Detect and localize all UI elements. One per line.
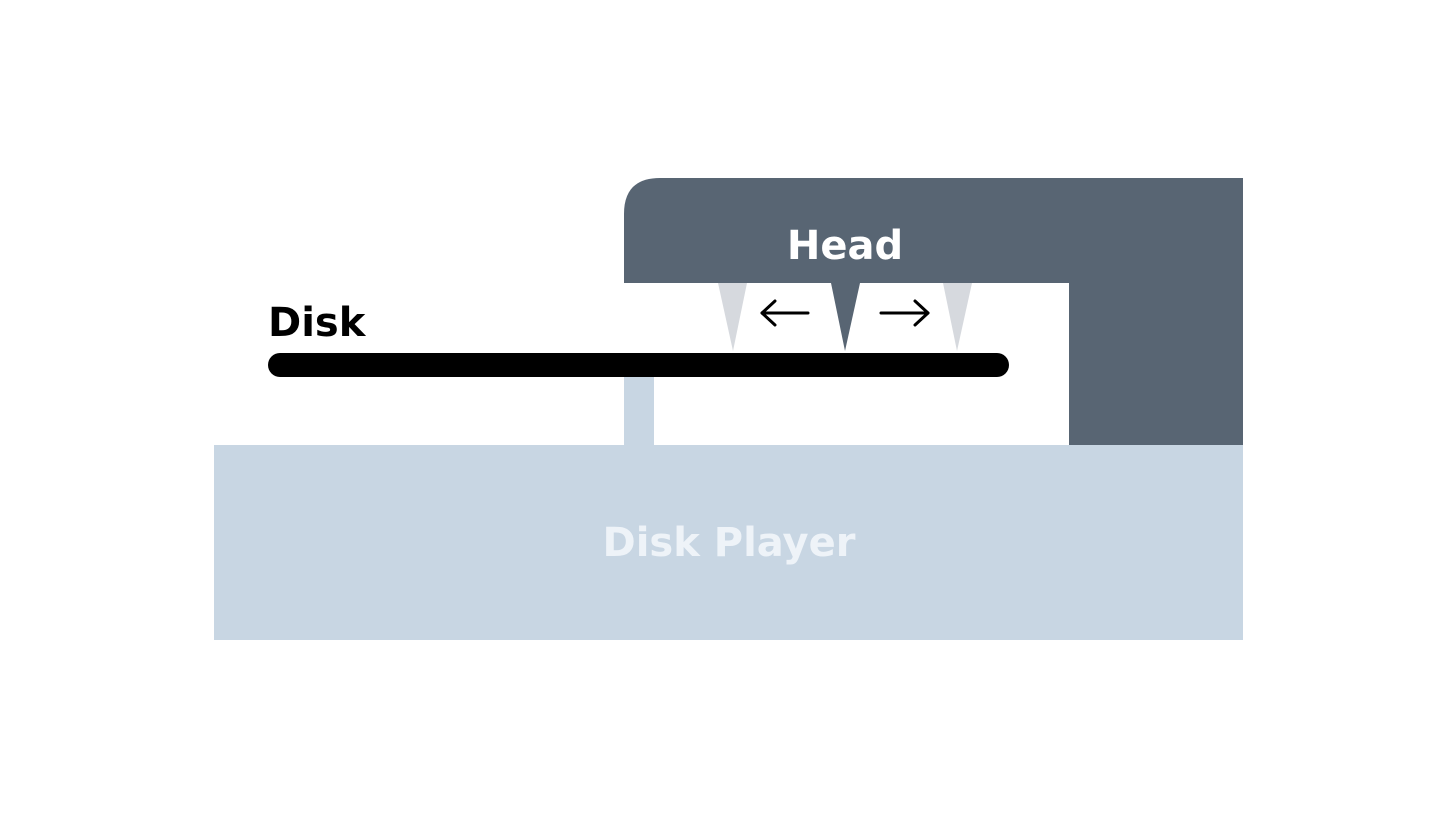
needle-active xyxy=(831,283,860,351)
arrow-left-icon xyxy=(760,299,810,327)
head-arm xyxy=(624,178,1243,445)
spindle xyxy=(624,372,654,446)
needle-ghost-left xyxy=(718,283,747,351)
head-label: Head xyxy=(787,223,903,269)
disk-player-body xyxy=(214,445,1243,640)
disk-label: Disk xyxy=(268,300,367,346)
arrow-right-icon xyxy=(879,299,930,327)
disk-player-label: Disk Player xyxy=(603,520,856,566)
needle-ghost-right xyxy=(943,283,972,351)
